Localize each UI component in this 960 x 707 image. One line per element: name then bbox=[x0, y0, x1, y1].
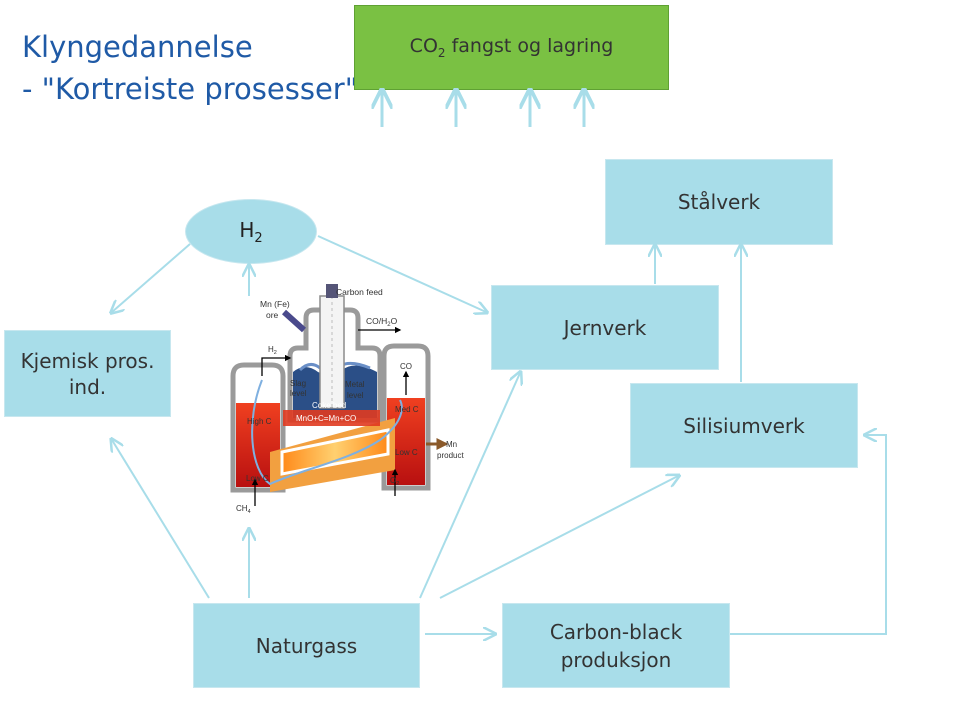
h2-label: H2 bbox=[239, 217, 263, 246]
coke-bed-label: Coke bed bbox=[312, 401, 346, 410]
furnace-illustration: Mn (Fe) ore Carbon feed CO/H2O H2 CO Sla… bbox=[230, 284, 464, 515]
high-c-label: High C bbox=[247, 417, 272, 426]
ore-feed-tube bbox=[281, 309, 307, 333]
coke-channel-inner bbox=[280, 428, 390, 476]
med-c-label: Med C bbox=[395, 405, 419, 414]
co2-label: CO2 fangst og lagring bbox=[409, 35, 614, 60]
carbon-black-label-line2: produksjon bbox=[560, 647, 672, 672]
carbon-black-box: Carbon-black produksjon bbox=[502, 603, 730, 688]
carbon-black-label-line1: Carbon-black bbox=[549, 619, 683, 644]
kjemisk-label-line2: ind. bbox=[68, 374, 107, 399]
silisiumverk-label: Silisiumverk bbox=[683, 413, 805, 438]
arrow-naturgass-to-silisium bbox=[439, 476, 678, 599]
metal-level-label-1: Metal bbox=[345, 380, 365, 389]
slide-title: Klyngedannelse - "Kortreiste prosesser" bbox=[22, 26, 358, 110]
mn-fe-ore-label-2: ore bbox=[266, 310, 279, 320]
ch4-label: CH4 bbox=[236, 504, 251, 515]
slag-level-label-2: level bbox=[290, 389, 307, 398]
arrow-naturgass-to-kjemisk bbox=[112, 440, 210, 599]
connector-arrows bbox=[112, 235, 887, 635]
co-furnace-label: CO bbox=[400, 362, 412, 371]
title-line-2: - "Kortreiste prosesser" bbox=[22, 72, 359, 106]
jernverk-box: Jernverk bbox=[491, 285, 719, 370]
low-c-right-label: Low C bbox=[395, 448, 418, 457]
arrow-carbonblack-to-silisium bbox=[730, 435, 887, 635]
slag-level-label-1: Slag bbox=[290, 379, 306, 388]
arrow-h2-to-jernverk bbox=[317, 235, 486, 312]
kjemisk-label-line1: Kjemisk pros. bbox=[20, 348, 155, 373]
o2-label: O2 bbox=[390, 476, 399, 487]
carbon-feed-label: Carbon feed bbox=[336, 287, 383, 297]
h2-furnace-label: H2 bbox=[268, 345, 277, 356]
reaction-label: MnO+C=Mn+CO bbox=[296, 414, 356, 423]
silisiumverk-box: Silisiumverk bbox=[630, 383, 858, 468]
co-h2o-label: CO/H2O bbox=[366, 316, 398, 328]
naturgass-label: Naturgass bbox=[255, 633, 358, 658]
co2-capture-box: CO2 fangst og lagring bbox=[354, 5, 669, 90]
metal-level-label-2: level bbox=[347, 391, 364, 400]
jernverk-label: Jernverk bbox=[563, 315, 647, 340]
carbon-feed-inlet bbox=[326, 284, 338, 298]
h2-ellipse: H2 bbox=[185, 199, 317, 264]
flow-path bbox=[251, 379, 403, 486]
arrow-h2-to-kjemisk bbox=[112, 243, 191, 312]
co2-up-arrows bbox=[382, 92, 584, 127]
mn-fe-ore-label-1: Mn (Fe) bbox=[260, 299, 290, 309]
staalverk-box: Stålverk bbox=[605, 159, 833, 245]
title-line-1: Klyngedannelse bbox=[22, 30, 253, 64]
naturgass-box: Naturgass bbox=[193, 603, 420, 688]
low-c-left-label: Low C bbox=[246, 474, 269, 483]
kjemisk-box: Kjemisk pros. ind. bbox=[4, 330, 171, 417]
staalverk-label: Stålverk bbox=[677, 190, 761, 214]
arrow-naturgass-to-jernverk bbox=[419, 373, 520, 599]
h2-flow-arrow bbox=[261, 354, 292, 376]
mn-product-label-1: Mn bbox=[446, 440, 457, 449]
mn-product-label-2: product bbox=[437, 451, 464, 460]
